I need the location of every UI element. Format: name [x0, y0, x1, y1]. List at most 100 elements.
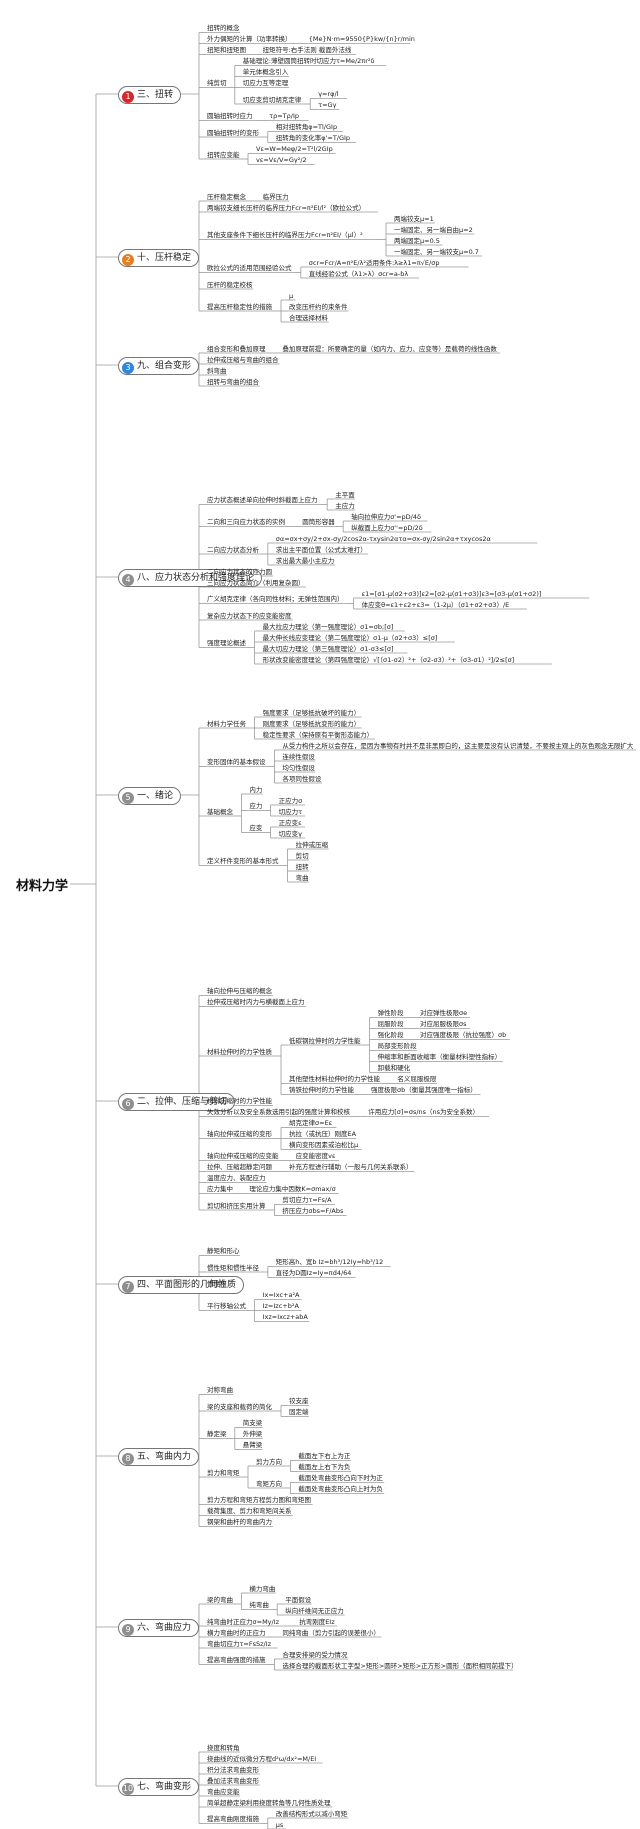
topic-node[interactable]: τρ=Tρ/Ip [269, 112, 300, 120]
topic-node[interactable]: 体应变θ=ε1+ε2+ε3=（1-2μ）（σ1+σ2+σ3）/E [361, 600, 510, 609]
topic-node[interactable]: 轴向拉伸应力σ'=pD/4δ [351, 512, 421, 521]
topic-node[interactable]: 直径为D圆Iz=Iy=πd4/64 [275, 1269, 352, 1277]
topic-node[interactable]: 简单超静定梁利用挠度转角等几何性质处理 [207, 1798, 331, 1807]
topic-node[interactable]: 扭矩和扭矩图 [207, 46, 246, 54]
root-topic[interactable]: 材料力学 [16, 879, 69, 894]
topic-node[interactable]: 合理安排梁的受力情况 [282, 1650, 348, 1659]
topic-node[interactable]: 变形固体的基本假设 [207, 758, 266, 766]
topic-node[interactable]: 弯曲应变能 [207, 1787, 240, 1796]
topic-node[interactable]: 固定端 [289, 1408, 309, 1416]
topic-node[interactable]: 横力弯曲 [249, 1584, 276, 1593]
topic-node[interactable]: 挠度和转角 [207, 1743, 240, 1752]
topic-node[interactable]: 主应力 [335, 501, 355, 510]
topic-node[interactable]: 材料力学任务 [207, 719, 246, 728]
topic-node[interactable]: 内力 [249, 785, 263, 794]
topic-node[interactable]: 对应强度极限（抗拉强度）σb [420, 1031, 507, 1039]
topic-node[interactable]: 剪力方程和弯矩方程剪力图和弯矩图 [207, 1496, 311, 1504]
topic-node[interactable]: 许用应力[σ]=σs/ns（ns为安全系数） [368, 1108, 480, 1116]
topic-node[interactable]: 扭转 [295, 862, 309, 871]
topic-node[interactable]: 强度要求（足够抵抗破坏的能力） [262, 708, 361, 717]
topic-node[interactable]: 叠加法求弯曲变形 [207, 1776, 259, 1785]
topic-node[interactable]: 切应变剪切胡克定律 [242, 95, 302, 104]
topic-node[interactable]: 剪切应力τ=Fs/A [282, 1196, 332, 1204]
topic-node[interactable]: 局部变形阶段 [377, 1042, 417, 1050]
topic-node[interactable]: 扭转与弯曲的组合 [207, 377, 259, 386]
topic-node[interactable]: 主平面 [335, 490, 355, 499]
topic-node[interactable]: 圆轴扭转时应力 [207, 112, 253, 120]
topic-node[interactable]: vε=Vε/V=Gγ²/2 [256, 156, 307, 164]
topic-node[interactable]: 组合变形和叠加原理 [207, 344, 266, 353]
topic-node[interactable]: 二向应力状态分析 [207, 545, 259, 554]
topic-node[interactable]: 梁的弯曲 [207, 1595, 233, 1604]
topic-node[interactable]: 直线经验公式（λ1>λ）σcr=a-bλ [308, 269, 409, 278]
topic-node[interactable]: 横力弯曲时的正应力 [207, 1628, 266, 1637]
topic-node[interactable]: 正应变ε [278, 818, 302, 827]
topic-node[interactable]: σα=σx+σy/2+σx-σy/2cos2α-τxysin2ατα=σx-σy… [275, 534, 491, 543]
topic-node[interactable]: 轴向拉伸或压缩的变形 [207, 1130, 272, 1138]
topic-node[interactable]: 叠加原理前提：所要确定的量（如内力、应力、应变等）是载荷的线性函数 [282, 344, 497, 353]
topic-node[interactable]: γ=rφ/l [318, 90, 339, 98]
topic-node[interactable]: 提高弯曲刚度措施 [207, 1815, 259, 1823]
topic-node[interactable]: 最大切应力理论（第三强度理论）σ1-σ3≤[σ] [262, 644, 394, 653]
topic-node[interactable]: 补充方程进行辅助（一般与几何关系联系） [289, 1163, 413, 1171]
topic-node[interactable]: 应力状态概述单向拉伸时斜截面上应力 [207, 496, 318, 504]
topic-node[interactable]: 剪力方向 [256, 1457, 282, 1466]
topic-node[interactable]: 平面假设 [285, 1595, 312, 1604]
topic-node[interactable]: 剪切和挤压实用计算 [207, 1201, 266, 1210]
topic-node[interactable]: {Me}N·m=9550{P}kw/{n}r/min [308, 35, 415, 43]
topic-node[interactable]: 最大伸长线应变理论（第二强度理论）σ1-μ（σ2+σ3）≤[σ] [262, 633, 438, 642]
topic-node[interactable]: 均匀性假设 [282, 763, 315, 772]
topic-node[interactable]: 静定梁 [207, 1430, 227, 1438]
topic-node[interactable]: σcr=Fcr/A=π²E/λ²适用条件:λ≥λ1=π√E/σp [308, 258, 440, 267]
topic-node[interactable]: 纵向纤维间无正应力 [285, 1606, 344, 1615]
topic-node[interactable]: 最大拉应力理论（第一强度理论）σ1=σb;[σ] [262, 622, 394, 631]
topic-node[interactable]: 应力集中 [207, 1185, 233, 1193]
topic-node[interactable]: 截面处弯曲变形凸向上时为负 [298, 1485, 383, 1493]
topic-node[interactable]: 铰支座 [289, 1397, 309, 1405]
topic-node[interactable]: 扭转角的变化率φ'=T/GIp [275, 134, 351, 142]
topic-node[interactable]: 挤压应力σbs=F/Abs [282, 1207, 344, 1215]
topic-node[interactable]: 压杆稳定概念 [207, 192, 246, 201]
topic-node[interactable]: 钢架和曲杆的弯曲内力 [207, 1518, 272, 1526]
topic-node[interactable]: 强度极限σb（衡量其强度唯一指标） [371, 1086, 477, 1094]
topic-node[interactable]: 圆筒形容器 [302, 518, 335, 526]
topic-node[interactable]: 弯矩方向 [256, 1479, 282, 1488]
topic-node[interactable]: 对应屈服极限σs [420, 1020, 467, 1028]
topic-node[interactable]: 拉伸或压缩与弯曲的组合 [207, 355, 279, 364]
topic-node[interactable]: 卸载和硬化 [377, 1064, 411, 1072]
topic-node[interactable]: 形状改变能密度理论（第四强度理论）√[（σ1-σ2）²+（σ2-σ3）²+（σ3… [262, 655, 515, 664]
topic-node[interactable]: 欧拉公式的适用范围经验公式 [207, 264, 292, 272]
topic-node[interactable]: 材料压缩时的力学性能 [207, 1097, 272, 1105]
topic-node[interactable]: 单元体概念引入 [242, 68, 289, 76]
topic-node[interactable]: 截面处弯曲变形凸向下时为正 [298, 1474, 383, 1482]
topic-node[interactable]: 弹性阶段 [377, 1009, 404, 1017]
topic-node[interactable]: 载荷集度、剪力和弯矩间关系 [207, 1507, 292, 1515]
topic-node[interactable]: 外力偶矩的计算（功率转换） [207, 35, 292, 43]
topic-node[interactable]: 切应力互等定理 [242, 79, 289, 87]
topic-node[interactable]: 失效分析以及安全系数选用引起的强度计算和校核 [207, 1108, 350, 1116]
topic-node[interactable]: 平行移轴公式 [207, 1302, 246, 1310]
topic-node[interactable]: 静矩和形心 [207, 1247, 240, 1255]
topic-node[interactable]: 其他支座条件下细长压杆的临界压力Fcr=π²EI/（μl）² [207, 231, 363, 239]
topic-node[interactable]: 强度理论概述 [207, 639, 246, 647]
topic-node[interactable]: 选择合理的截面形状工字型>矩形>圆环>矩形>正方形>圆形（面积相同前提下） [282, 1661, 518, 1670]
topic-node[interactable]: 圆轴扭转时的变形 [207, 128, 259, 137]
topic-node[interactable]: 悬臂梁 [242, 1441, 263, 1449]
topic-node[interactable]: 刚度要求（足够抵抗变形的能力） [262, 719, 361, 728]
topic-node[interactable]: 挠曲线的近似微分方程d²ω/dx²=M/EI [207, 1754, 317, 1763]
topic-node[interactable]: 纯弯曲时正应力σ=My/Iz [207, 1617, 280, 1626]
topic-node[interactable]: 斜弯曲 [207, 366, 227, 375]
topic-node[interactable]: 横向变形因素或泊松比μ [289, 1141, 359, 1149]
topic-node[interactable]: 理论应力集中因数K=σmax/σ [249, 1185, 336, 1193]
topic-node[interactable]: 惯性矩和惯性半径 [207, 1263, 259, 1272]
topic-node[interactable]: 纯弯曲 [249, 1601, 269, 1609]
topic-node[interactable]: 拉伸或压缩时内力与横截面上应力 [207, 998, 305, 1006]
topic-node[interactable]: 正应力σ [278, 796, 303, 805]
